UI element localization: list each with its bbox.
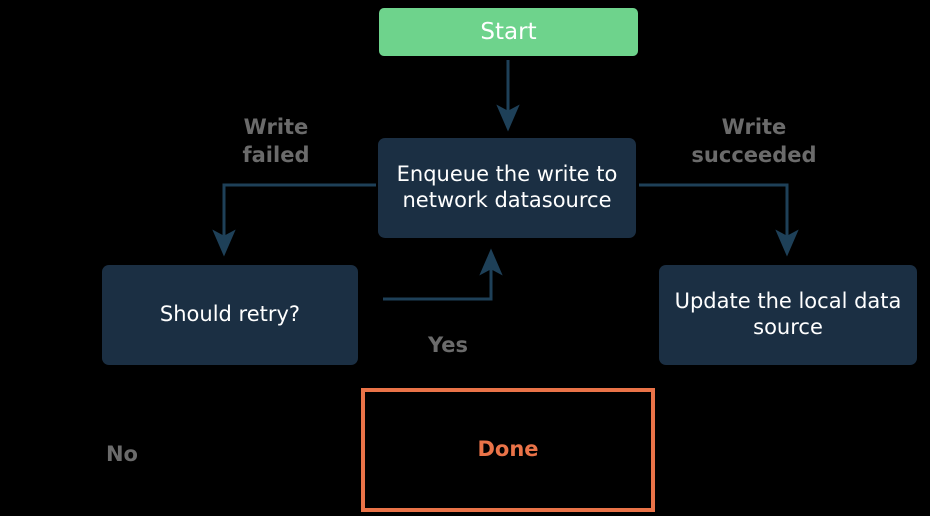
node-enqueue-write[interactable]: Enqueue the write to network datasource [378,138,636,238]
edge-retry-to-enqueue [383,248,503,301]
edge-enqueue-to-update [639,183,799,257]
edge-label-no: No [105,442,138,466]
edge-label-write-failed: Write failed [242,115,310,167]
node-update-local-data-source[interactable]: Update the local data source [659,265,917,365]
edge-enqueue-to-retry [212,183,376,257]
node-done[interactable]: Done [361,388,655,512]
node-start[interactable]: Start [379,8,638,56]
node-should-retry[interactable]: Should retry? [102,265,358,365]
edge-label-write-succeeded: Write succeeded [691,115,817,167]
edge-label-yes: Yes [427,333,469,357]
